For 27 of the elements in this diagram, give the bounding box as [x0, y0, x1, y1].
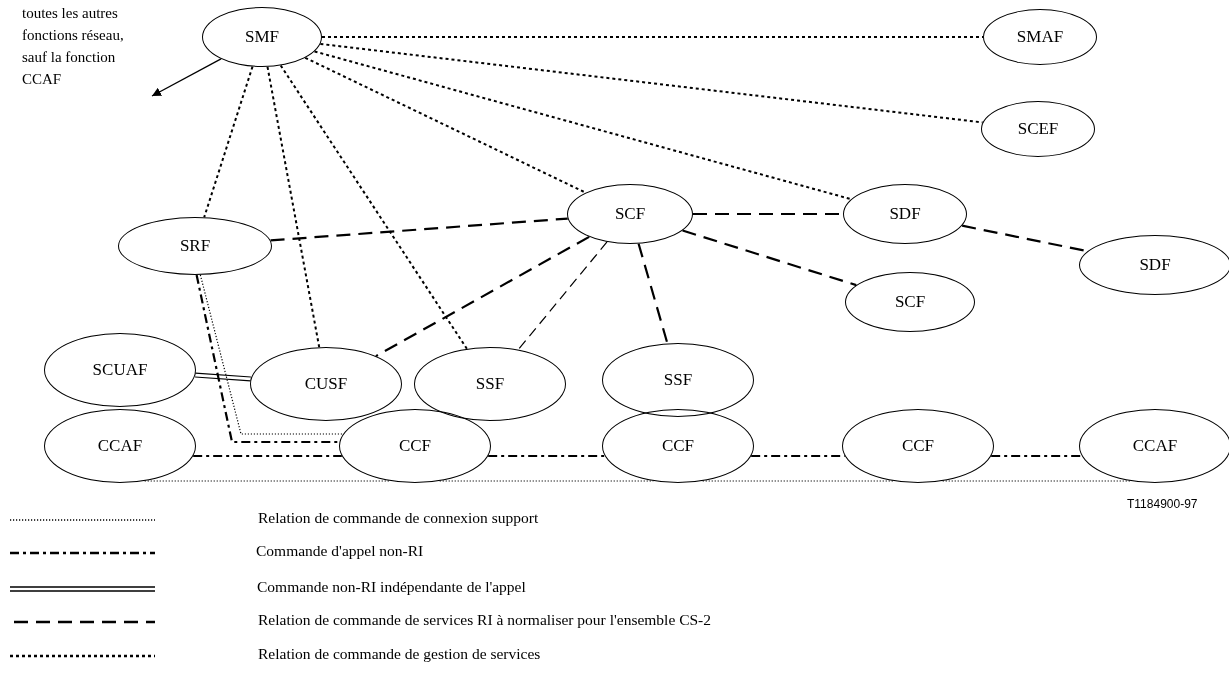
- connector-line: [517, 241, 608, 351]
- note-text: toutes les autres fonctions réseau, sauf la fonction CCAF: [22, 2, 150, 90]
- connector-line: [193, 454, 342, 458]
- connector-line: [682, 229, 857, 287]
- connector-line: [270, 217, 568, 242]
- connector-line: [266, 65, 321, 349]
- legend-text: Commande d'appel non-RI: [256, 542, 424, 560]
- connector-line: [375, 235, 590, 358]
- connector-line: [702, 480, 894, 482]
- connector-line: [313, 50, 853, 201]
- connector-line: [488, 454, 605, 458]
- connector-line: [439, 480, 654, 482]
- connector-line: [321, 36, 984, 38]
- legend-text: Relation de commande de services RI à normaliser pour l'ensemble CS-2: [258, 611, 712, 629]
- connector-line: [195, 372, 251, 382]
- connector-line: [144, 480, 391, 482]
- connector-line: [942, 480, 1131, 482]
- connector-line: [991, 454, 1082, 458]
- connector-line: [637, 243, 669, 344]
- arrow: [151, 58, 222, 97]
- legend-text: Relation de commande de gestion de services: [258, 645, 541, 663]
- legend-text: Commande non-RI indépendante de l'appel: [257, 578, 526, 596]
- connector-line: [304, 56, 587, 194]
- connector-line: [279, 64, 468, 350]
- connector-line: [203, 65, 254, 219]
- figure-code: T1184900-97: [1127, 497, 1198, 511]
- legend-text: Relation de commande de connexion support: [258, 509, 539, 527]
